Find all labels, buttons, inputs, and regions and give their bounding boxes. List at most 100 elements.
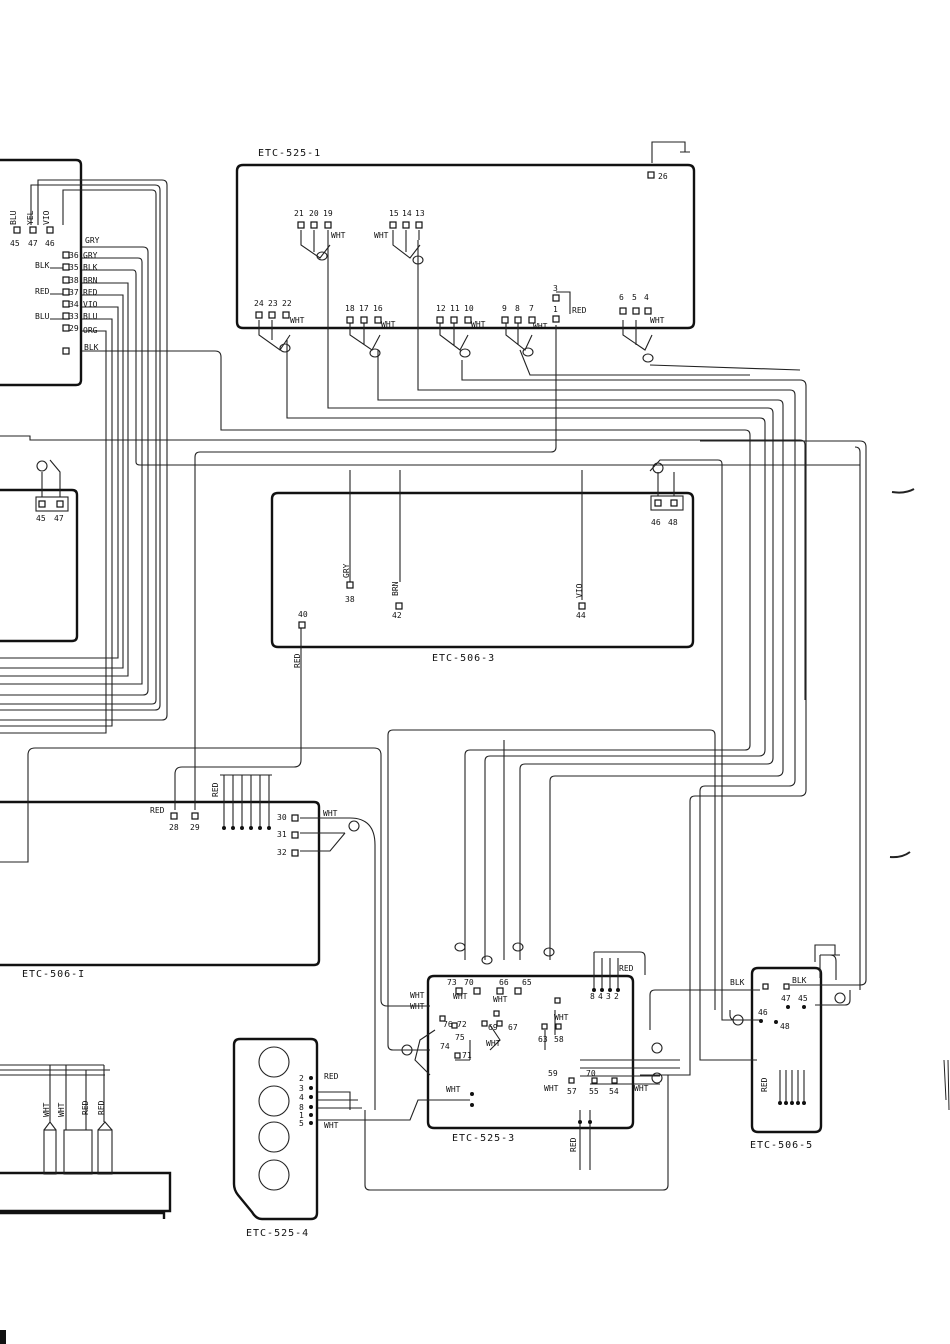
- module-label: ETC-525-4: [246, 1228, 309, 1239]
- pin-number: 48: [668, 518, 678, 527]
- etc-525-1-outline: [235, 163, 696, 330]
- pin-number: 40: [298, 610, 308, 619]
- pin-number: 3: [606, 992, 611, 1001]
- wire-label: RED: [211, 782, 220, 797]
- pin-number: 54: [609, 1087, 619, 1096]
- pin-number: 4: [299, 1093, 304, 1102]
- wire-label: WHT: [331, 231, 346, 240]
- wire-label: WHT: [493, 995, 508, 1004]
- wire-label: RED: [569, 1137, 578, 1152]
- pin-number: 59: [548, 1069, 558, 1078]
- pin-number: 66: [499, 978, 509, 987]
- module-label: ETC-506-5: [750, 1140, 813, 1151]
- pin-number: 71: [462, 1051, 472, 1060]
- pin-number: 5: [632, 293, 637, 302]
- pin-number: 76: [443, 1020, 453, 1029]
- wire-label: RED: [150, 806, 165, 815]
- etc-525-3: 73 70 66 65 WHT WHT RED 8 4 3 2 WHT WHT …: [410, 964, 649, 1152]
- pin-number: 32: [277, 848, 287, 857]
- wire-label: WHT: [381, 320, 396, 329]
- capacitor: [63, 1129, 93, 1175]
- wire-label: BLK: [83, 263, 98, 272]
- pin-number: 4: [598, 992, 603, 1001]
- pin-number: 30: [277, 813, 287, 822]
- wire-label: WHT: [634, 1084, 649, 1093]
- wire-label: GRY: [342, 563, 351, 578]
- wire-label: VIO: [42, 210, 51, 225]
- etc-506-1: RED 28 29 RED 30 WHT 31 32 ETC-506-I: [22, 782, 338, 980]
- pin-number: 48: [780, 1022, 790, 1031]
- wire-label: BLK: [730, 978, 745, 987]
- etc-506-5-outline: [750, 966, 823, 1134]
- module-label: ETC-506-I: [22, 969, 85, 980]
- wire-label: WHT: [554, 1013, 569, 1022]
- pin-number: 47: [781, 994, 791, 1003]
- pin-number: 70: [464, 978, 474, 987]
- twist-markers: [36, 251, 846, 1084]
- wire-label: BRN: [391, 581, 400, 596]
- etc-525-3-outline: [426, 974, 635, 1130]
- pin-number: 73: [447, 978, 457, 987]
- pin-number: 15: [389, 209, 399, 218]
- pin-number: 34: [69, 300, 79, 309]
- pin-number: 47: [28, 239, 38, 248]
- module-label: ETC-506-3: [432, 653, 495, 664]
- pin-number: 21: [294, 209, 304, 218]
- pin-number: 45: [798, 994, 808, 1003]
- etc-525-1: ETC-525-1 26 21 20 19 WHT 15 14 13 WHT 2…: [254, 148, 668, 331]
- etc-506-3: GRY 38 BRN 42 VIO 44 40 RED 46 48 ETC-50…: [293, 472, 684, 668]
- pin-number: 31: [277, 830, 287, 839]
- pin-number: 7: [529, 304, 534, 313]
- wire-label: WHT: [323, 809, 338, 818]
- module-outlines: [0, 158, 823, 1221]
- pin-number: 67: [508, 1023, 518, 1032]
- wire-label: WHT: [410, 1002, 425, 1011]
- wire-label: WHT: [650, 316, 665, 325]
- pin-number: 63: [538, 1035, 548, 1044]
- wire-label: WHT: [290, 316, 305, 325]
- pin-number: 1: [299, 1111, 304, 1120]
- wire-label: ORG: [83, 326, 98, 335]
- wire-label: BLK: [35, 261, 50, 270]
- bottom-left-base-outline: [0, 1171, 172, 1213]
- pin-number: 2: [299, 1074, 304, 1083]
- pin-number: 44: [576, 611, 586, 620]
- pin-number: 13: [415, 209, 425, 218]
- pin-number: 3: [299, 1084, 304, 1093]
- pin-number: 16: [373, 304, 383, 313]
- etc-506-1-outline: [0, 800, 321, 967]
- tube-socket: [258, 1159, 290, 1191]
- pin-number: 1: [553, 305, 558, 314]
- module-label: ETC-525-3: [452, 1133, 515, 1144]
- left-upper-terminals: BLU YEL VIO 45 47 46 BLK RED BLU GRY 36 …: [9, 210, 100, 355]
- capacitor: [97, 1129, 113, 1175]
- wire-label: RED: [81, 1100, 90, 1115]
- pin-number: 65: [522, 978, 532, 987]
- module-label: ETC-525-1: [258, 148, 321, 159]
- pin-number: 23: [268, 299, 278, 308]
- pin-number: 36: [69, 251, 79, 260]
- wire-label: WHT: [486, 1039, 501, 1048]
- pin-number: 22: [282, 299, 292, 308]
- wire-label: WHT: [446, 1085, 461, 1094]
- pin-number: 29: [190, 823, 200, 832]
- left-mid-terminals: 45 47: [35, 459, 69, 523]
- corner-mark: [0, 1330, 6, 1344]
- bottom-left-components: [0, 1064, 113, 1175]
- edge-mark: [943, 1059, 950, 1111]
- tube-socket: [258, 1121, 290, 1153]
- wire-label: BLU: [83, 312, 98, 321]
- wire-label: RED: [83, 288, 98, 297]
- tube-socket: [258, 1085, 290, 1117]
- pin-number: 29: [69, 324, 79, 333]
- tube-socket: [258, 1046, 290, 1078]
- pin-number: 74: [440, 1042, 450, 1051]
- wire-label: WHT: [324, 1121, 339, 1130]
- pin-number: 35: [69, 263, 79, 272]
- wire-label: RED: [324, 1072, 339, 1081]
- wire-label: RED: [35, 287, 50, 296]
- pin-number: 8: [299, 1103, 304, 1112]
- pin-number: 46: [45, 239, 55, 248]
- wiring-traces: [0, 141, 867, 1191]
- pin-number: 6: [619, 293, 624, 302]
